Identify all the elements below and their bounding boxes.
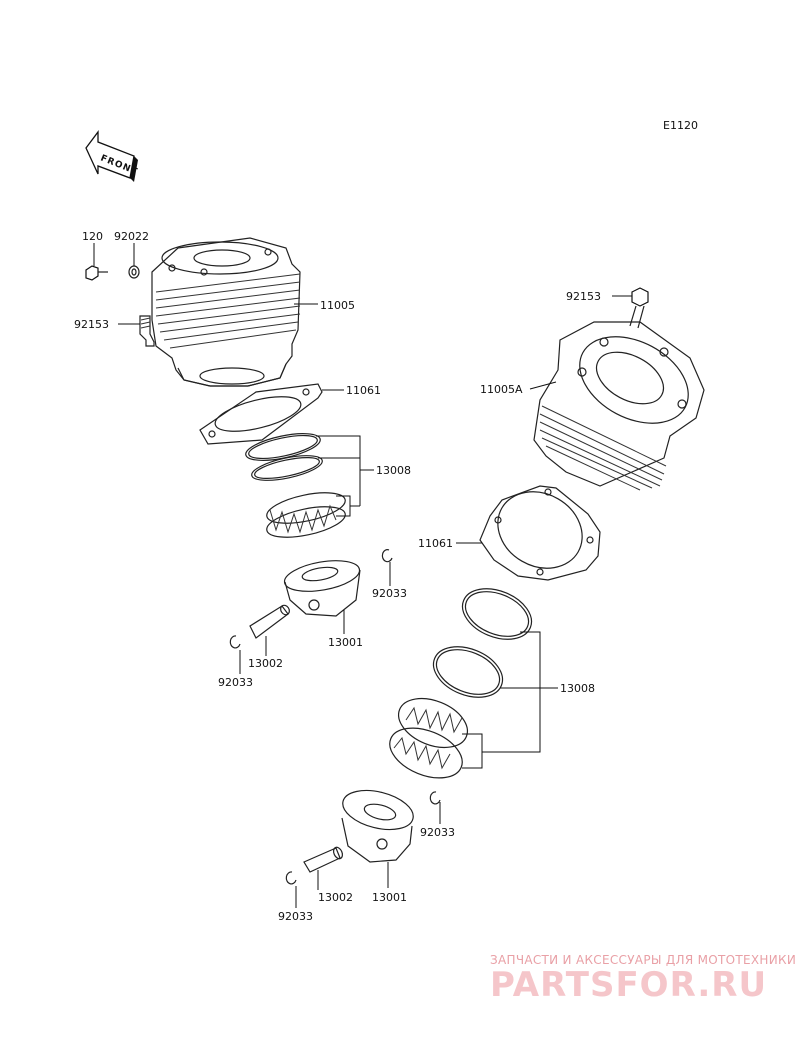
label-92033-rear-a: 92033	[420, 826, 455, 839]
label-92033-front-a: 92033	[372, 587, 407, 600]
label-13002-front: 13002	[248, 657, 283, 670]
label-120: 120	[82, 230, 103, 243]
label-11061-front: 11061	[346, 384, 381, 397]
watermark-brand: PARTSFOR.RU	[490, 965, 767, 1005]
label-92153-front: 92153	[74, 318, 109, 331]
label-92153-rear: 92153	[566, 290, 601, 303]
piston-rings-front	[245, 433, 346, 538]
leader-lines	[93, 243, 632, 908]
circlip-left-a	[381, 549, 393, 563]
bolt-120	[85, 265, 108, 281]
label-92022: 92022	[114, 230, 149, 243]
label-11005A: 11005A	[480, 383, 523, 396]
label-13002-rear: 13002	[318, 891, 353, 904]
diagram-code: E1120	[663, 119, 698, 132]
label-11061-rear: 11061	[418, 537, 453, 550]
stud-92153-front	[139, 315, 155, 347]
label-92033-rear-b: 92033	[278, 910, 313, 923]
piston-pin-rear	[303, 846, 344, 873]
piston-rings-rear	[389, 588, 533, 779]
circlip-right-b	[285, 871, 297, 885]
watermark-tagline: ЗАПЧАСТИ И АКСЕССУАРЫ ДЛЯ МОТОТЕХНИКИ	[490, 953, 796, 967]
label-13001-front: 13001	[328, 636, 363, 649]
circlip-left-b	[229, 635, 241, 649]
stud-92153-rear	[629, 287, 649, 329]
gasket-11061-rear	[479, 485, 601, 581]
circlip-right-a	[429, 791, 441, 805]
front-arrow-icon: FRONT	[85, 130, 139, 182]
washer-92022	[128, 265, 140, 279]
cylinder-rear	[533, 321, 705, 491]
gasket-11061-front	[199, 383, 323, 445]
label-92033-front-b: 92033	[218, 676, 253, 689]
cylinder-front	[151, 237, 301, 387]
label-11005: 11005	[320, 299, 355, 312]
label-13008-rear: 13008	[560, 682, 595, 695]
label-13001-rear: 13001	[372, 891, 407, 904]
piston-pin-front	[249, 604, 290, 639]
piston-front	[283, 560, 361, 617]
piston-rear	[341, 789, 414, 863]
label-13008-front: 13008	[376, 464, 411, 477]
